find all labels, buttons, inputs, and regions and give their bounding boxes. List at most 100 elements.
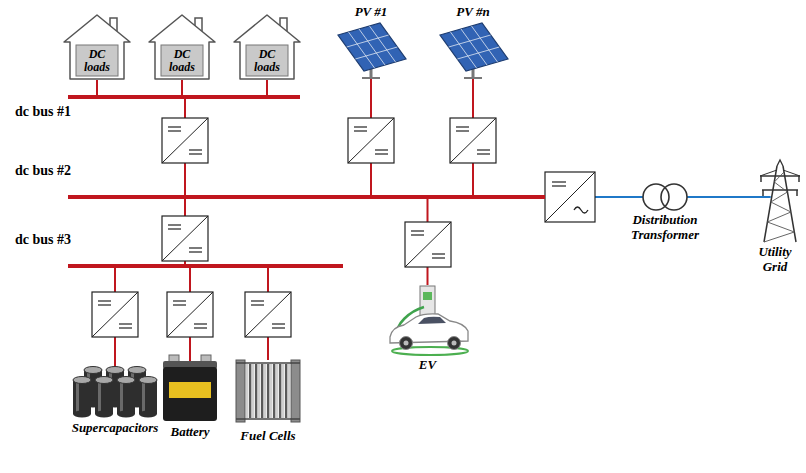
house-outline-part: [149, 15, 215, 79]
load-label: DC loads: [76, 45, 118, 76]
power-wire: [96, 80, 98, 95]
transformer-picture: [620, 182, 710, 212]
house-load: DC loads: [62, 12, 132, 80]
grid-tower: Utility Grid: [748, 160, 802, 274]
pv-array-icon-part: [359, 29, 385, 65]
dcdc-converter: [450, 118, 496, 163]
supercapacitor-icon-part: [139, 380, 157, 414]
dc-bus: dc bus #2: [68, 195, 545, 199]
grid-tower-icon: [748, 160, 802, 244]
pv-array-picture: [334, 19, 408, 79]
supercapacitor-icon-part: [84, 367, 102, 374]
pv-array-icon-part: [347, 35, 389, 47]
fuel-cell-icon-part: [267, 352, 269, 360]
supercapacitor-icon-part: [139, 377, 157, 384]
grid-tower-icon-part: [777, 160, 783, 166]
supercapacitor-icon-part: [120, 380, 123, 414]
pv-array-icon-part: [349, 32, 375, 68]
grid-tower-icon-part: [796, 190, 798, 196]
fuel-cell-icon-part: [285, 364, 287, 418]
electric-vehicle-icon-part: [404, 341, 409, 346]
pv-array-icon: [334, 19, 408, 79]
supercapacitor-icon-part: [76, 380, 79, 414]
caption: Supercapacitors: [65, 420, 165, 435]
fuel-cell-icon-part: [258, 364, 260, 418]
pv-array-picture: [436, 19, 510, 79]
transformer-icon: [620, 182, 710, 212]
battery-icon-part: [163, 367, 217, 421]
fuel-cell-icon-part: [255, 364, 257, 418]
supercapacitor-icon-part: [95, 377, 113, 384]
supercapacitor-icon-part: [117, 411, 135, 418]
caption: EV: [380, 357, 475, 372]
dcdc-converter: [162, 118, 208, 163]
house-outline-part: [76, 45, 118, 76]
fuel-cell-icon-part: [246, 364, 248, 418]
inverter: [545, 172, 595, 222]
grid-tower-icon-part: [762, 190, 764, 196]
pv-array-icon-part: [472, 26, 498, 62]
battery-icon-part: [169, 382, 211, 398]
load-label: DC loads: [161, 45, 203, 76]
grid-tower-icon-part: [760, 176, 762, 182]
dcdc-converter: [348, 118, 394, 163]
caption: Distribution Transformer: [620, 212, 710, 242]
dc-bus: dc bus #1: [68, 95, 300, 99]
house-outline-part: [161, 45, 203, 76]
house-load: DC loads: [232, 12, 302, 80]
bus-label: dc bus #3: [15, 232, 71, 248]
grid-tower-icon-part: [760, 170, 777, 176]
fuel-cell-icon-part: [236, 360, 245, 422]
supercapacitor-icon-part: [117, 377, 135, 384]
dcdc-converter: [245, 292, 291, 337]
caption: PV #1: [334, 4, 408, 19]
bus-label: dc bus #2: [15, 163, 71, 179]
house-outline-part: [246, 45, 288, 76]
supercapacitor-icon-part: [98, 380, 101, 414]
electric-vehicle-icon-part: [452, 341, 457, 346]
battery: Battery: [160, 350, 220, 439]
grid-tower-icon-part: [762, 189, 798, 191]
pv-array: PV #n: [436, 4, 510, 79]
fuel-cell-icon-part: [288, 364, 290, 418]
pv-array-icon-part: [457, 47, 499, 59]
house-load: DC loads: [147, 12, 217, 80]
fuel-cell-icon-part: [252, 364, 254, 418]
electric-vehicle-icon-part: [400, 337, 413, 350]
pv-array: PV #1: [334, 4, 408, 79]
grid-tower-icon-part: [764, 172, 794, 242]
pv-array-icon-part: [461, 29, 487, 65]
load-label: DC loads: [246, 45, 288, 76]
dc-bus: dc bus #3: [68, 264, 343, 268]
electric-vehicle: EV: [380, 285, 475, 372]
dcdc-converter: [167, 292, 213, 337]
fuel-cell-picture: [233, 352, 303, 428]
supercapacitor-icon-part: [73, 411, 91, 418]
electric-vehicle-icon-part: [448, 337, 461, 350]
grid-tower-icon-part: [798, 176, 800, 182]
supercapacitor-icon: [65, 362, 165, 420]
caption: Battery: [160, 424, 220, 439]
fuel-cell-icon-part: [276, 364, 278, 418]
pv-array-icon-part: [362, 77, 380, 79]
fuel-cell-icon-part: [236, 362, 300, 364]
battery-icon-part: [189, 350, 191, 362]
supercapacitor-icon-part: [139, 411, 157, 418]
caption: Fuel Cells: [233, 428, 303, 443]
pv-array-icon-part: [449, 35, 491, 47]
pv-array-icon-part: [451, 32, 477, 68]
power-wire: [181, 80, 183, 95]
fuel-cell-icon-part: [236, 418, 300, 420]
supercapacitor-picture: [65, 362, 165, 420]
transformer-icon-part: [687, 196, 710, 198]
supercapacitor-icon-part: [73, 380, 91, 414]
house-outline-part: [234, 15, 300, 79]
grid-tower-icon-part: [783, 170, 800, 176]
pv-array-icon-part: [464, 77, 482, 79]
fuel-cell-icon-part: [270, 364, 272, 418]
electric-vehicle-icon-part: [423, 292, 432, 300]
fuel-cell-icon-part: [264, 364, 266, 418]
fuel-cell-icon-part: [261, 364, 263, 418]
